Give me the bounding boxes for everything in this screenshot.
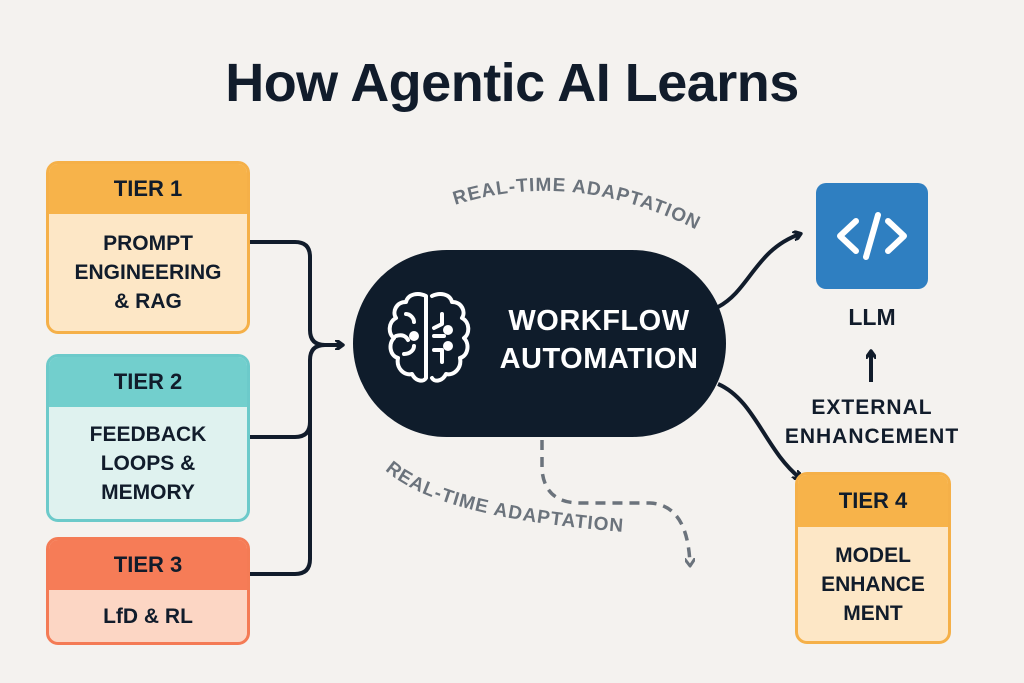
tier1-header: TIER 1	[49, 164, 247, 214]
tier3-body: LfD & RL	[49, 590, 247, 642]
center-line: AUTOMATION	[499, 343, 699, 375]
tier1-connector	[250, 240, 342, 345]
tier2-body: FEEDBACK LOOPS & MEMORY	[49, 407, 247, 519]
tier4-card: TIER 4 MODEL ENHANCE MENT	[795, 472, 951, 644]
tier4-header: TIER 4	[798, 475, 948, 527]
tier1-card: TIER 1 PROMPT ENGINEERING & RAG	[46, 161, 250, 334]
tier1-line: ENGINEERING	[74, 261, 222, 284]
external-line: ENHANCEMENT	[784, 425, 960, 448]
code-icon	[837, 212, 907, 260]
brain-circuit-icon	[387, 292, 471, 383]
external-enhancement-label: EXTERNAL ENHANCEMENT	[770, 393, 974, 451]
workflow-automation-label: WORKFLOW AUTOMATION	[494, 302, 704, 378]
tier1-body: PROMPT ENGINEERING & RAG	[49, 214, 247, 331]
tier3-header: TIER 3	[49, 540, 247, 590]
tier3-connector	[250, 422, 312, 576]
llm-arrow	[717, 234, 800, 309]
tier3-line: LfD & RL	[103, 604, 193, 628]
bottom-adaptation-label: REAL-TIME ADAPTATION	[382, 458, 625, 537]
tier2-line: LOOPS &	[100, 451, 196, 475]
external-line: EXTERNAL	[811, 396, 933, 419]
top-adaptation-label: REAL-TIME ADAPTATION	[451, 175, 704, 235]
llm-node	[816, 183, 928, 289]
tier2-header: TIER 2	[49, 357, 247, 407]
tier4-line: MODEL	[835, 543, 911, 567]
tier2-card: TIER 2 FEEDBACK LOOPS & MEMORY	[46, 354, 250, 522]
tier4-body: MODEL ENHANCE MENT	[798, 527, 948, 641]
tier2-connector	[250, 343, 326, 439]
tier1-line: PROMPT	[103, 232, 193, 255]
tier1-line: & RAG	[114, 290, 182, 313]
tier2-line: FEEDBACK	[89, 422, 207, 446]
llm-label: LLM	[848, 304, 896, 330]
tier4-line: MENT	[843, 601, 903, 625]
tier4-line: ENHANCE	[821, 572, 925, 596]
tier3-card: TIER 3 LfD & RL	[46, 537, 250, 645]
tier2-line: MEMORY	[101, 480, 195, 504]
workflow-automation-node	[353, 250, 726, 437]
dashed-adaptation-arrow	[540, 440, 690, 565]
center-line: WORKFLOW	[508, 305, 690, 337]
page-title: How Agentic AI Learns	[225, 53, 799, 113]
